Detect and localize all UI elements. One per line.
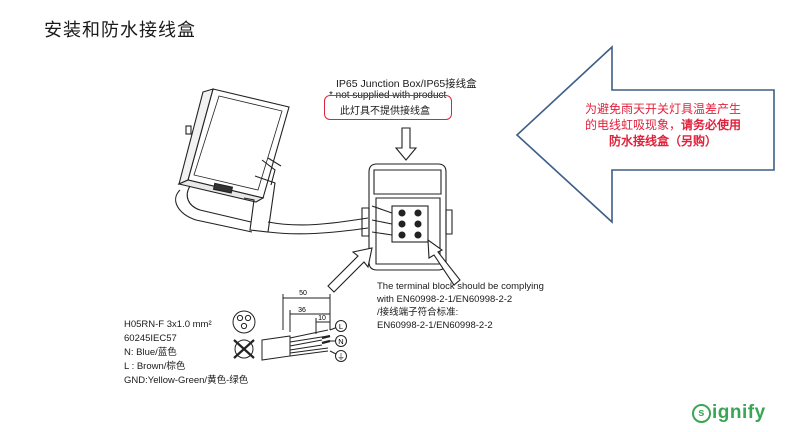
page-title: 安装和防水接线盒 — [44, 20, 196, 41]
stripped-cable — [261, 294, 347, 362]
callout-arrow — [515, 45, 775, 224]
cable-line-1: H05RN-F 3x1.0 mm² — [124, 319, 212, 330]
terminal-line-1: The terminal block should be complying — [377, 281, 544, 292]
callout-line-1: 为避免雨天开关灯具温差产生 — [584, 102, 741, 116]
junction-box-note-frame — [324, 95, 452, 120]
terminal-line-3: /接线端子符合标准: — [377, 307, 459, 318]
callout-line-3-bold: 防水接线盒（另购） — [608, 134, 717, 148]
dim-50: 50 — [299, 290, 307, 297]
callout-text: 为避免雨天开关灯具温差产生 的电线虹吸现象，请务必使用 防水接线盒（另购） — [558, 101, 768, 149]
signify-logo-text: ignify — [712, 402, 766, 423]
pointer-arrows — [327, 127, 461, 293]
cable-line-4: L : Brown/棕色 — [124, 361, 186, 372]
cable-line-5: GND:Yellow-Green/黄色-绿色 — [124, 375, 249, 386]
callout-line-2-bold: 请务必使用 — [681, 118, 742, 132]
cable-spec: H05RN-F 3x1.0 mm² 60245IEC57 N: Blue/蓝色 … — [124, 318, 248, 388]
signify-logo-ring: s — [692, 404, 711, 423]
terminal-block-spec: The terminal block should be complying w… — [377, 280, 544, 332]
terminal-line-2: with EN60998-2-1/EN60998-2-2 — [377, 294, 513, 305]
dim-10: 10 — [318, 315, 326, 322]
junction-box-cn-note: 此灯具不提供接线盒 — [340, 106, 430, 117]
dim-36: 36 — [298, 307, 306, 314]
junction-box-drawing — [361, 163, 453, 271]
terminal-n-label: N — [338, 337, 343, 346]
junction-box-title: IP65 Junction Box/IP65接线盒 — [336, 78, 477, 90]
cable-section — [232, 310, 256, 359]
ground-icon: ⏚ — [337, 352, 345, 361]
cable-line-3: N: Blue/蓝色 — [124, 347, 177, 358]
callout-line-2: 的电线虹吸现象，请务必使用 — [558, 117, 768, 133]
cable-line-2: 60245IEC57 — [124, 333, 177, 344]
terminal-l-label: L — [339, 322, 343, 331]
callout-line-3: 防水接线盒（另购） — [558, 133, 768, 149]
terminal-line-4: EN60998-2-1/EN60998-2-2 — [377, 320, 493, 331]
callout-line-2-prefix: 的电线虹吸现象， — [584, 118, 681, 132]
floodlight-drawing — [175, 88, 369, 235]
